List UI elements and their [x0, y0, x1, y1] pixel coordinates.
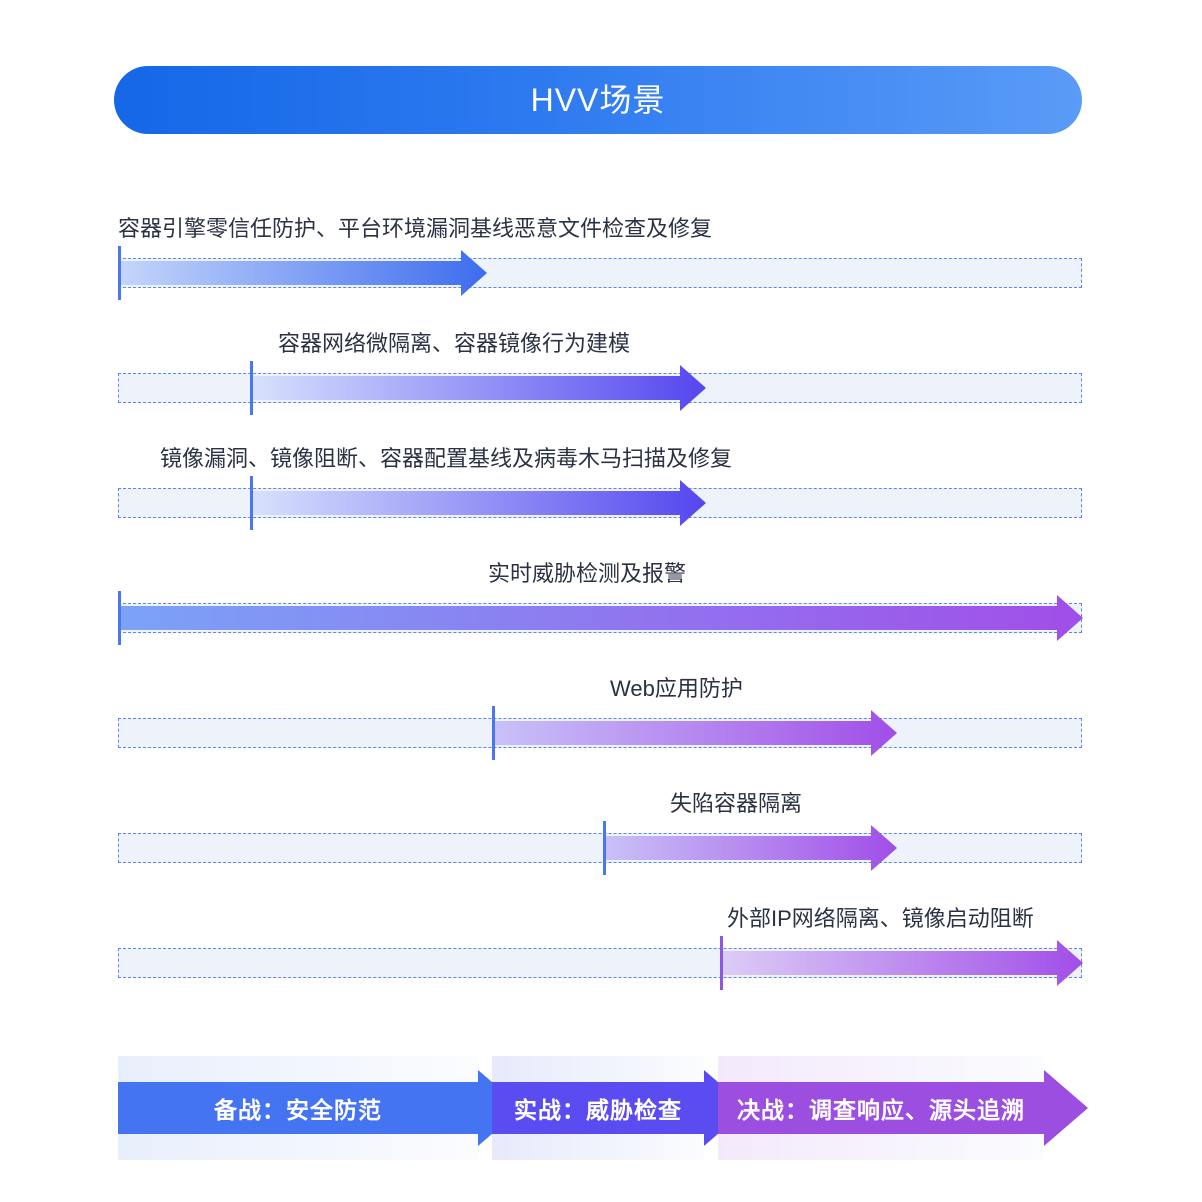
timeline-row: Web应用防护 — [0, 674, 1202, 774]
timeline-arrow — [720, 940, 1083, 986]
timeline-start-tick — [118, 246, 121, 300]
timeline-row: 容器网络微隔离、容器镜像行为建模 — [0, 329, 1202, 429]
timeline-track — [118, 833, 1082, 863]
timeline-arrow — [118, 250, 487, 296]
timeline-row-label: 失陷容器隔离 — [670, 791, 803, 816]
timeline-start-tick — [250, 361, 253, 415]
timeline-row-label: 镜像漏洞、镜像阻断、容器配置基线及病毒木马扫描及修复 — [160, 446, 733, 471]
timeline-row-label: 实时威胁检测及报警 — [488, 561, 687, 586]
phase-banner[interactable]: 备战：安全防范 — [118, 1056, 522, 1160]
timeline-arrow — [492, 710, 897, 756]
phase-banner[interactable]: 决战：调查响应、源头追溯 — [718, 1056, 1088, 1160]
timeline-arrow — [118, 595, 1083, 641]
page-title: HVV场景 — [530, 82, 666, 118]
timeline-arrow — [250, 480, 706, 526]
timeline-start-tick — [492, 706, 495, 760]
phase-banner[interactable]: 实战：威胁检查 — [492, 1056, 748, 1160]
timeline-row: 实时威胁检测及报警 — [0, 559, 1202, 659]
timeline-row-label: Web应用防护 — [610, 676, 743, 701]
arrow-shape — [603, 825, 897, 871]
timeline-row: 容器引擎零信任防护、平台环境漏洞基线恶意文件检查及修复 — [0, 214, 1202, 314]
timeline-row-label: 容器网络微隔离、容器镜像行为建模 — [278, 331, 631, 356]
arrow-shape — [118, 595, 1083, 641]
timeline-arrow — [603, 825, 897, 871]
arrow-shape — [720, 940, 1083, 986]
timeline-row-label: 外部IP网络隔离、镜像启动阻断 — [727, 906, 1034, 931]
phase-arrow-shape — [118, 1070, 522, 1146]
arrow-shape — [250, 365, 706, 411]
timeline-row: 镜像漏洞、镜像阻断、容器配置基线及病毒木马扫描及修复 — [0, 444, 1202, 544]
timeline-start-tick — [250, 476, 253, 530]
timeline-start-tick — [118, 591, 121, 645]
timeline-row: 外部IP网络隔离、镜像启动阻断 — [0, 904, 1202, 1004]
header-banner: HVV场景 — [114, 66, 1082, 134]
arrow-shape — [492, 710, 897, 756]
phase-arrow-shape — [492, 1070, 748, 1146]
timeline-start-tick — [603, 821, 606, 875]
phase-arrow-shape — [718, 1070, 1088, 1146]
arrow-shape — [250, 480, 706, 526]
timeline-arrow — [250, 365, 706, 411]
arrow-shape — [118, 250, 487, 296]
timeline-start-tick — [720, 936, 723, 990]
phase-banner-group: 备战：安全防范实战：威胁检查决战：调查响应、源头追溯 — [0, 1056, 1202, 1166]
timeline-row: 失陷容器隔离 — [0, 789, 1202, 889]
timeline-row-label: 容器引擎零信任防护、平台环境漏洞基线恶意文件检查及修复 — [118, 216, 713, 241]
